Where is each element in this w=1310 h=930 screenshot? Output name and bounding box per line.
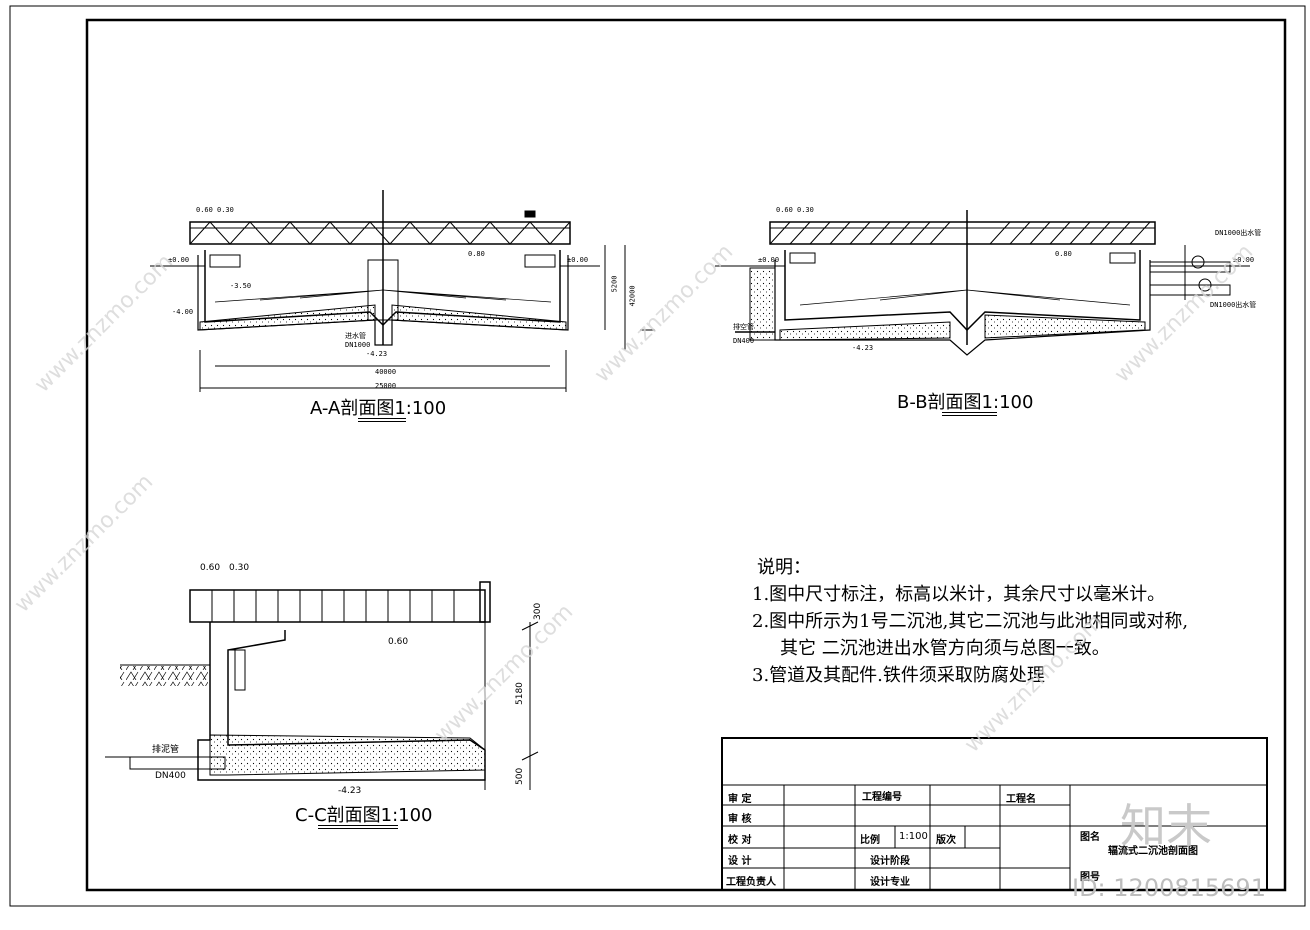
tb-check: 审 核 — [728, 814, 752, 825]
bb-label: DN400 — [733, 337, 755, 345]
aa-label: 进水管 — [345, 332, 366, 340]
aa-label: 5200 — [610, 275, 619, 293]
bb-label: DN1000出水管 — [1215, 229, 1262, 237]
aa-label: ±0.00 — [567, 256, 589, 264]
aa-label: 0.30 — [217, 206, 234, 214]
watermark-logo: 知末 — [1120, 799, 1212, 853]
tb-leader: 工程负责人 — [726, 877, 776, 888]
aa-label: -4.00 — [172, 308, 194, 316]
aa-label: 0.80 — [468, 250, 485, 258]
watermark-id: ID: 1200815691 — [1072, 874, 1266, 902]
aa-label: 25000 — [375, 382, 397, 390]
tb-drawing-name-label: 图名 — [1080, 832, 1100, 843]
section-cc-underline — [318, 825, 398, 829]
section-aa — [150, 190, 655, 392]
cc-label: 0.30 — [229, 563, 250, 573]
tb-edition: 版次 — [936, 835, 956, 846]
outer-border — [9, 5, 1306, 907]
notes-line-3: 3.管道及其配件.铁件须采取防腐处理 — [752, 665, 1045, 686]
tb-proj-no: 工程编号 — [862, 792, 902, 803]
section-aa-underline — [358, 418, 406, 422]
section-bb — [715, 210, 1250, 356]
cc-label: 排泥管 — [152, 745, 180, 755]
bb-label: 0.80 — [1055, 250, 1072, 258]
aa-label: -3.50 — [230, 282, 252, 290]
bb-label: ±0.00 — [1233, 256, 1255, 264]
inner-border — [85, 18, 1287, 892]
tb-approve: 审 定 — [728, 794, 752, 805]
aa-label: ±0.00 — [168, 256, 190, 264]
section-bb-title: B-B剖面图1:100 — [897, 392, 1034, 413]
section-aa-title: A-A剖面图1:100 — [310, 398, 447, 419]
notes-heading: 说明： — [757, 557, 811, 578]
bb-label: 0.60 — [776, 206, 793, 214]
tb-design-stage: 设计阶段 — [870, 856, 910, 867]
aa-label: 0.60 — [196, 206, 213, 214]
tb-drawing-name: 辐流式二沉池剖面图 — [1108, 846, 1198, 857]
notes-line-2: 2.图中所示为1号二沉池,其它二沉池与此池相同或对称, — [752, 611, 1189, 632]
bb-label: ±0.00 — [758, 256, 780, 264]
section-cc — [105, 581, 539, 790]
aa-label: -4.23 — [366, 350, 388, 358]
aa-label: DN1000 — [345, 341, 371, 349]
tb-scale-value: 1:100 — [899, 831, 928, 842]
tb-design: 设 计 — [728, 856, 752, 867]
tb-proj-name: 工程名 — [1006, 794, 1036, 805]
tb-design-major: 设计专业 — [870, 877, 910, 888]
cc-label: 500 — [515, 767, 525, 785]
notes-line-1: 1.图中尺寸标注，标高以米计，其余尺寸以毫米计。 — [752, 584, 1166, 605]
title-block — [721, 737, 1268, 891]
bb-label: -4.23 — [852, 344, 874, 352]
aa-label: 42000 — [628, 285, 637, 307]
section-cc-title: C-C剖面图1:100 — [295, 805, 433, 826]
bb-label: DN1000出水管 — [1210, 301, 1257, 309]
aa-label: 40000 — [375, 368, 397, 376]
tb-drawing-no-label: 图号 — [1080, 872, 1100, 883]
notes-line-2b: 其它 二沉池进出水管方向须与总图一致。 — [780, 638, 1110, 659]
section-bb-underline — [942, 412, 997, 416]
cc-label: 5180 — [515, 682, 525, 705]
cc-label: 0.60 — [200, 563, 221, 573]
tb-proof: 校 对 — [728, 835, 752, 846]
bb-label: 排空管 — [733, 323, 754, 331]
bb-label: 0.30 — [797, 206, 814, 214]
cc-label: DN400 — [155, 771, 186, 781]
tb-scale-label: 比例 — [860, 835, 880, 846]
cc-label: -4.23 — [338, 786, 362, 796]
cc-label: 0.60 — [388, 637, 409, 647]
